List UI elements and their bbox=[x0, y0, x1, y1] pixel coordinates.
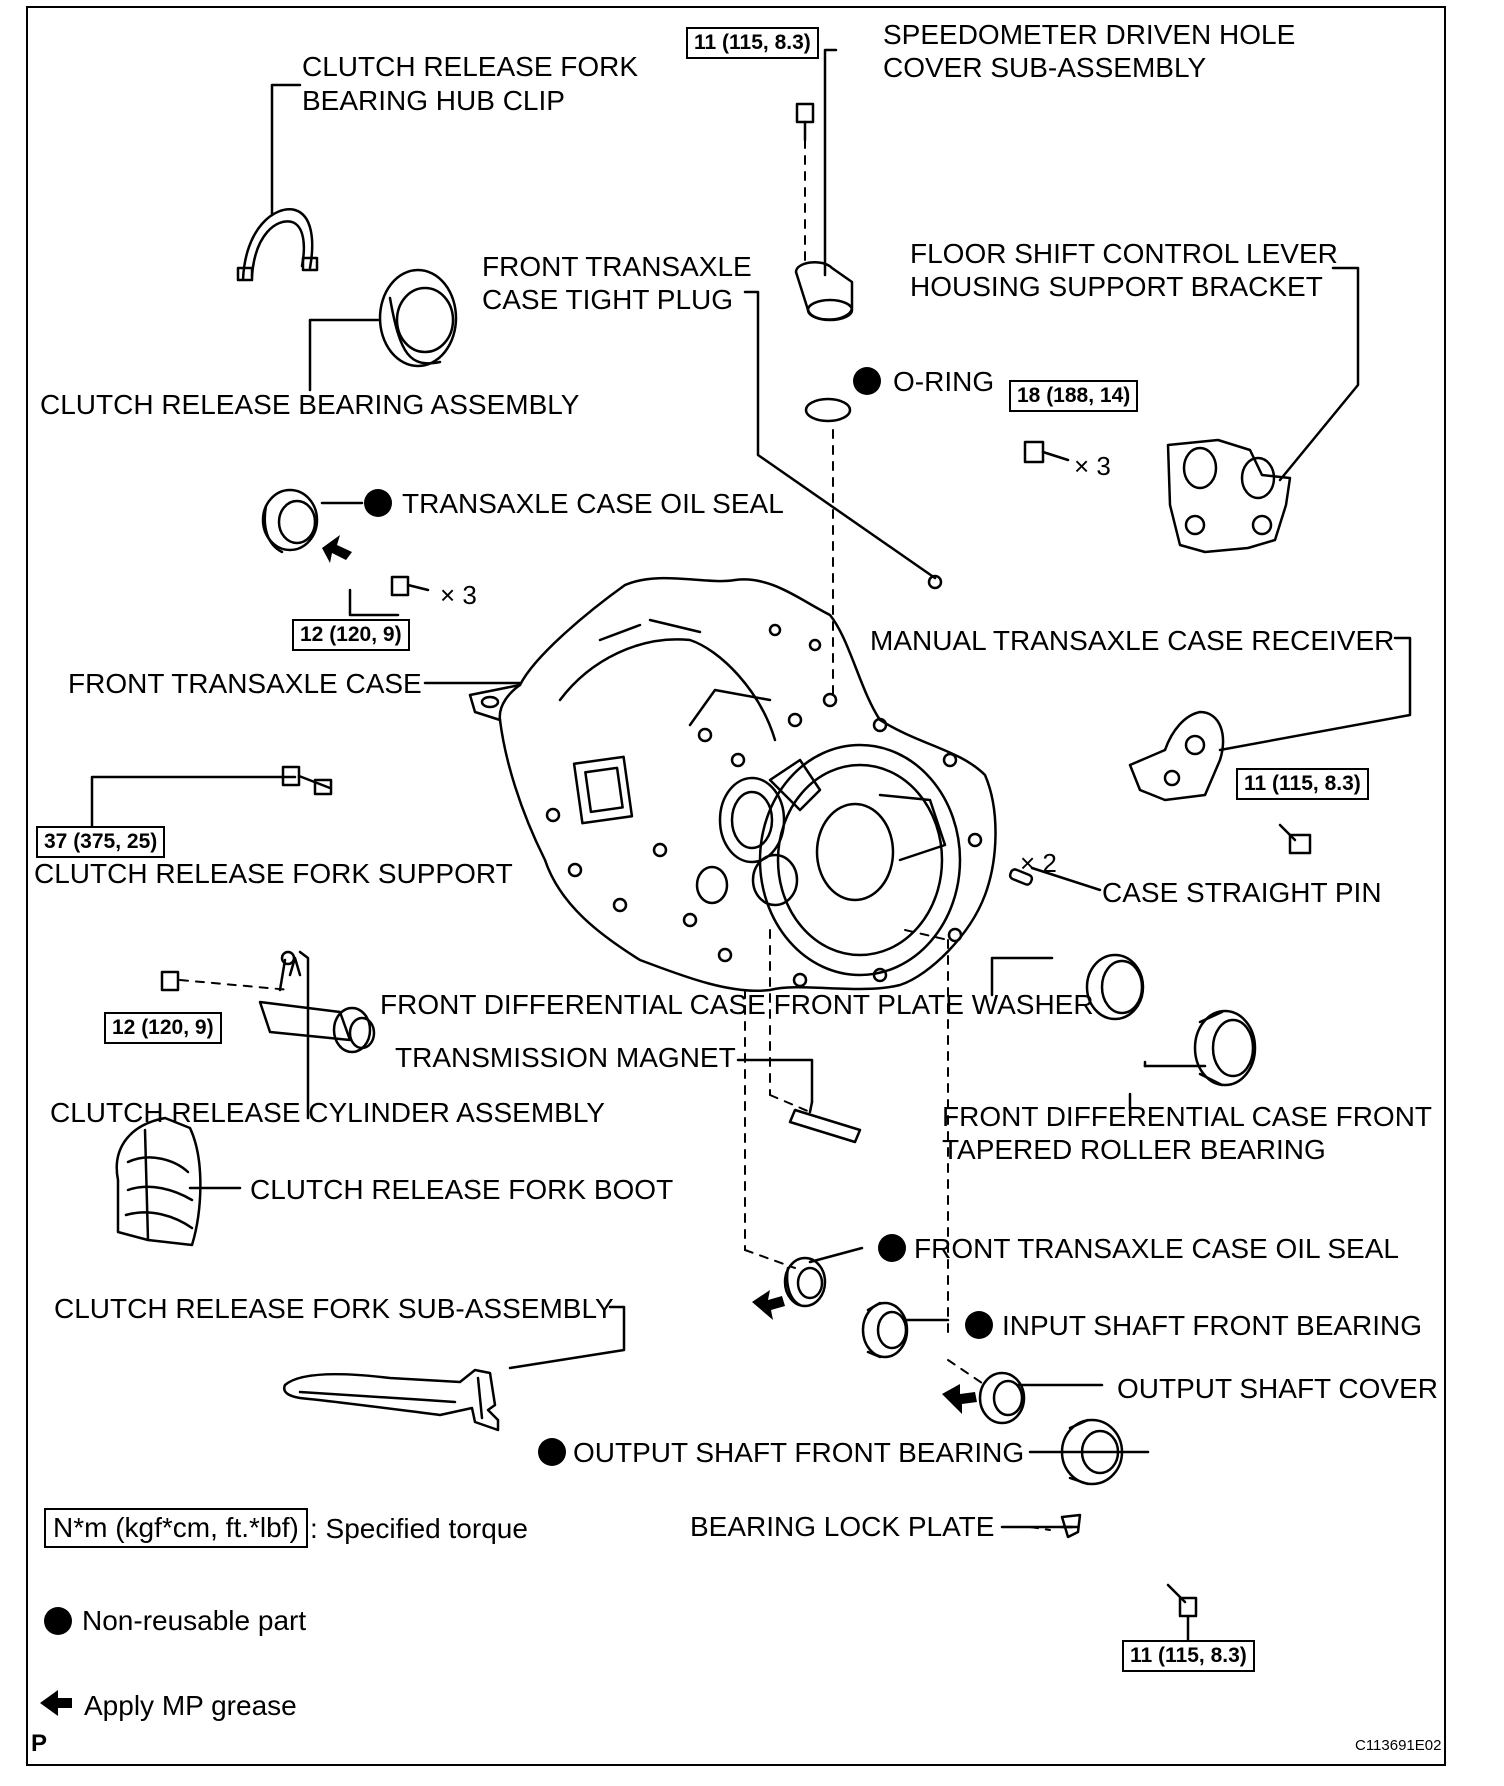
legend-torque-text: : Specified torque bbox=[310, 1513, 528, 1544]
label-magnet: TRANSMISSION MAGNET bbox=[395, 1042, 736, 1073]
label-tight-plug-1: FRONT TRANSAXLE bbox=[482, 251, 752, 282]
tight-plug-part bbox=[927, 574, 943, 590]
legend-grease-text: Apply MP grease bbox=[84, 1690, 297, 1721]
label-speedometer-1: SPEEDOMETER DRIVEN HOLE bbox=[883, 19, 1296, 50]
figure-code: C113691E02 bbox=[1355, 1737, 1442, 1754]
speedometer-cover-part bbox=[794, 102, 854, 322]
torque-speedometer-bolt: 11 (115, 8.3) bbox=[686, 27, 819, 59]
non-reusable-dot bbox=[878, 1234, 906, 1262]
legend-torque-box: N*m (kgf*cm, ft.*lbf) bbox=[44, 1508, 308, 1548]
release-cylinder-part bbox=[160, 950, 376, 1054]
case-receiver-part bbox=[1128, 710, 1225, 802]
diagram-frame bbox=[26, 6, 1446, 1766]
grease-arrows bbox=[40, 535, 977, 1716]
tapered-roller-bearing-part bbox=[1193, 1009, 1257, 1087]
label-release-cylinder: CLUTCH RELEASE CYLINDER ASSEMBLY bbox=[50, 1097, 605, 1128]
label-release-bearing: CLUTCH RELEASE BEARING ASSEMBLY bbox=[40, 389, 580, 420]
output-shaft-cover-part bbox=[978, 1371, 1026, 1425]
non-reusable-dot bbox=[364, 489, 392, 517]
lock-plate-part bbox=[1060, 1513, 1082, 1539]
torque-bracket-bolt: 18 (188, 14) bbox=[1009, 380, 1139, 412]
fork-boot-part bbox=[115, 1116, 202, 1247]
qty-oil-seal-bolts: × 3 bbox=[440, 580, 477, 610]
torque-fork-support: 37 (375, 25) bbox=[36, 826, 166, 858]
qty-straight-pins: × 2 bbox=[1020, 848, 1057, 878]
fork-support-part bbox=[281, 765, 333, 796]
label-tapered-bearing-2: TAPERED ROLLER BEARING bbox=[942, 1134, 1326, 1165]
label-output-shaft-cover: OUTPUT SHAFT COVER bbox=[1117, 1373, 1439, 1404]
front-case-oil-seal-part bbox=[783, 1256, 827, 1308]
release-bearing-part bbox=[378, 268, 458, 368]
o-ring-part bbox=[804, 397, 852, 423]
lock-plate-bolt-part bbox=[1166, 1583, 1198, 1642]
label-hub-clip-2: BEARING HUB CLIP bbox=[302, 85, 565, 116]
receiver-bolt-part bbox=[1278, 823, 1312, 855]
label-fork-support: CLUTCH RELEASE FORK SUPPORT bbox=[34, 858, 513, 889]
legend-non-reusable-dot bbox=[44, 1607, 72, 1635]
leader-lines bbox=[90, 48, 1412, 1529]
label-front-transaxle-case: FRONT TRANSAXLE CASE bbox=[68, 668, 422, 699]
label-speedometer-2: COVER SUB-ASSEMBLY bbox=[883, 52, 1207, 83]
torque-oil-seal-bolts: 12 (120, 9) bbox=[292, 619, 410, 651]
label-straight-pin: CASE STRAIGHT PIN bbox=[1102, 877, 1382, 908]
legend-non-reusable-text: Non-reusable part bbox=[82, 1605, 307, 1636]
front-transaxle-case-part bbox=[468, 576, 997, 992]
output-shaft-bearing-part bbox=[1060, 1418, 1124, 1486]
label-tight-plug-2: CASE TIGHT PLUG bbox=[482, 284, 734, 315]
qty-bracket-bolts: × 3 bbox=[1074, 451, 1111, 481]
shift-bracket-part bbox=[1166, 438, 1292, 554]
non-reusable-dot bbox=[965, 1311, 993, 1339]
non-reusable-dot bbox=[853, 367, 881, 395]
label-fork-boot: CLUTCH RELEASE FORK BOOT bbox=[250, 1174, 674, 1205]
oil-seal-part bbox=[261, 488, 319, 554]
plate-washer-part bbox=[1085, 953, 1145, 1021]
torque-receiver-bolt: 11 (115, 8.3) bbox=[1236, 768, 1369, 800]
bracket-bolt-part bbox=[1023, 440, 1070, 464]
hub-clip-part bbox=[236, 208, 319, 282]
label-lock-plate: BEARING LOCK PLATE bbox=[690, 1511, 995, 1542]
label-plate-washer: FRONT DIFFERENTIAL CASE FRONT PLATE WASH… bbox=[380, 989, 1094, 1020]
label-hub-clip-1: CLUTCH RELEASE FORK bbox=[302, 51, 639, 82]
torque-lock-plate-bolt: 11 (115, 8.3) bbox=[1122, 1640, 1255, 1672]
label-shift-bracket-1: FLOOR SHIFT CONTROL LEVER bbox=[910, 238, 1338, 269]
torque-cylinder-bolt: 12 (120, 9) bbox=[104, 1012, 222, 1044]
label-tapered-bearing-1: FRONT DIFFERENTIAL CASE FRONT bbox=[942, 1101, 1433, 1132]
release-fork-part bbox=[283, 1368, 500, 1432]
label-shift-bracket-2: HOUSING SUPPORT BRACKET bbox=[910, 271, 1323, 302]
non-reusable-dot bbox=[538, 1438, 566, 1466]
label-front-case-oil-seal: FRONT TRANSAXLE CASE OIL SEAL bbox=[914, 1233, 1399, 1264]
corner-letter: P bbox=[31, 1730, 48, 1757]
oil-seal-bolt-part bbox=[390, 575, 430, 597]
label-o-ring: O-RING bbox=[893, 366, 995, 397]
label-case-receiver: MANUAL TRANSAXLE CASE RECEIVER bbox=[870, 625, 1395, 656]
label-release-fork: CLUTCH RELEASE FORK SUB-ASSEMBLY bbox=[54, 1293, 614, 1324]
straight-pin-part bbox=[1008, 868, 1034, 886]
alignment-dashes bbox=[179, 139, 1051, 1531]
label-input-shaft-bearing: INPUT SHAFT FRONT BEARING bbox=[1002, 1310, 1423, 1341]
label-output-shaft-bearing: OUTPUT SHAFT FRONT BEARING bbox=[573, 1437, 1025, 1468]
label-oil-seal: TRANSAXLE CASE OIL SEAL bbox=[402, 488, 784, 519]
magnet-part bbox=[788, 1100, 862, 1144]
input-shaft-bearing-part bbox=[861, 1301, 909, 1359]
